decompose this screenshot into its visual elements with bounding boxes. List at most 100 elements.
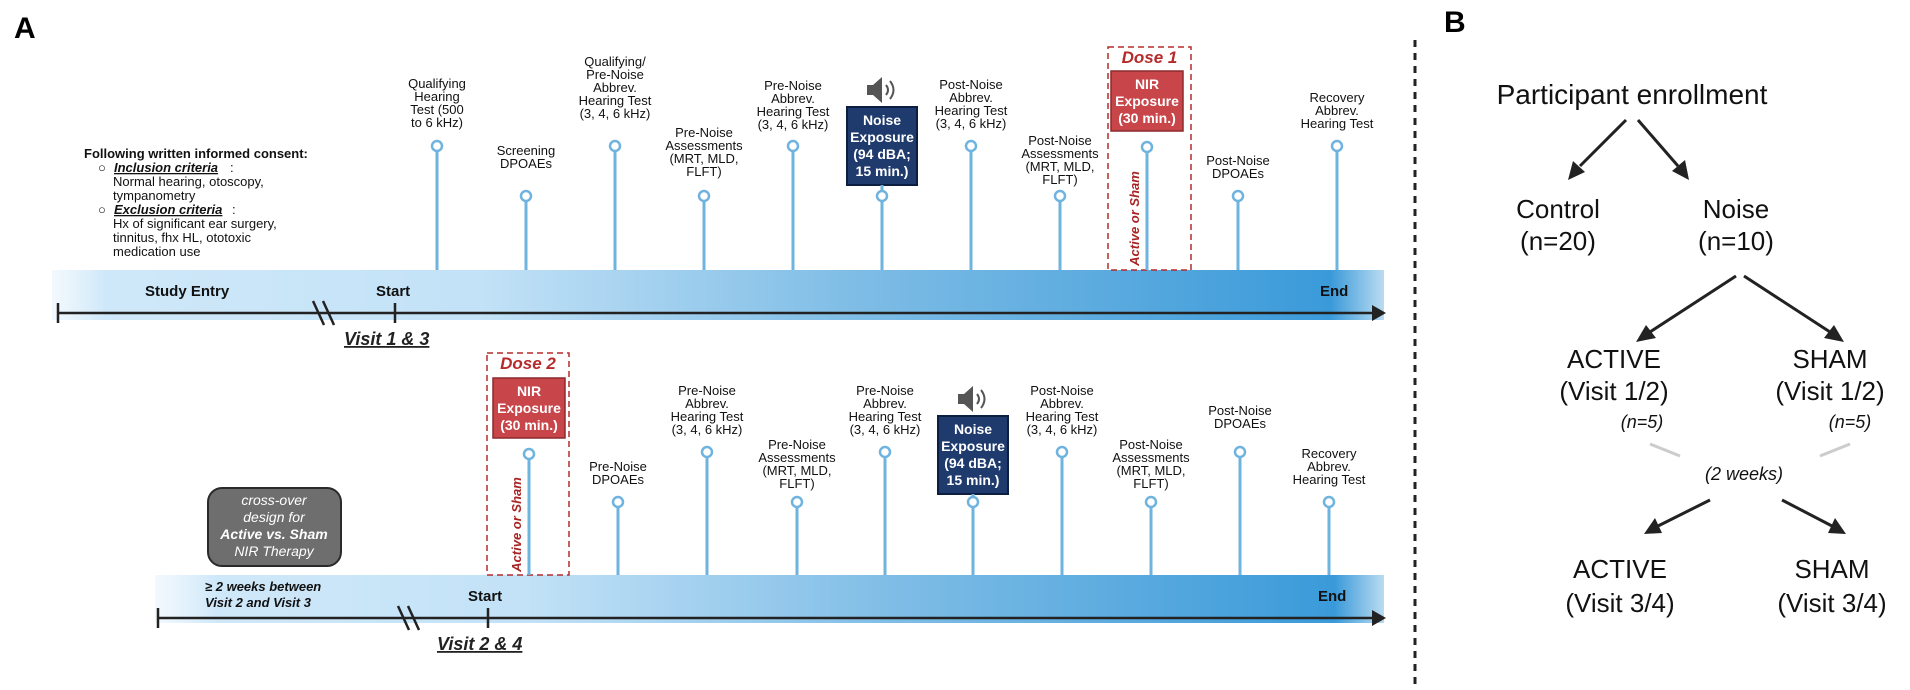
- event-label-line: Hearing Test: [1026, 409, 1099, 424]
- sham-1-label: SHAM: [1792, 344, 1867, 374]
- event-marker: [1233, 445, 1247, 459]
- arrow-to-noise: [1636, 119, 1680, 167]
- merge-line-right: [1819, 442, 1851, 458]
- exclusion-text: Hx of significant ear surgery,: [113, 216, 277, 231]
- event-label-line: DPOAEs: [500, 156, 553, 171]
- active-or-sham-label: Active or Sham: [1127, 171, 1142, 267]
- noise-box-line: (94 dBA;: [853, 146, 911, 162]
- panel-a: A Following written informed consent: ○ …: [14, 12, 1386, 654]
- event-label-line: Hearing Test: [579, 93, 652, 108]
- event-label-line: Post-Noise: [1028, 133, 1092, 148]
- break-mark: [311, 300, 326, 326]
- gap-label-line1: ≥ 2 weeks between: [205, 579, 321, 594]
- event-label-line: Pre-Noise: [675, 125, 733, 140]
- event-label-line: Hearing Test: [849, 409, 922, 424]
- event-marker: [697, 189, 711, 203]
- event-label-line: (3, 4, 6 kHz): [850, 422, 921, 437]
- event-marker: [1231, 189, 1245, 203]
- event-label-line: DPOAEs: [1214, 416, 1267, 431]
- sham-2-label: SHAM: [1794, 554, 1869, 584]
- inclusion-text: Normal hearing, otoscopy,: [113, 174, 264, 189]
- event-label-line: Post-Noise: [1119, 437, 1183, 452]
- event-label-line: (MRT, MLD,: [1025, 159, 1094, 174]
- nir-box-line: Exposure: [1115, 93, 1179, 109]
- event-label-line: (3, 4, 6 kHz): [580, 106, 651, 121]
- event-label-line: FLFT): [1133, 476, 1168, 491]
- noise-label: Noise: [1703, 194, 1769, 224]
- event-marker: [430, 139, 444, 153]
- event-label-line: Hearing Test: [757, 104, 830, 119]
- event-label-line: Assessments: [758, 450, 836, 465]
- weeks-label: (2 weeks): [1705, 464, 1783, 484]
- event-label-line: DPOAEs: [592, 472, 645, 487]
- event-label-line: Abbrev.: [1315, 103, 1359, 118]
- event-label-line: (3, 4, 6 kHz): [1027, 422, 1098, 437]
- event-label-line: Post-Noise: [939, 77, 1003, 92]
- inclusion-text-2: tympanometry: [113, 188, 196, 203]
- active-1-visit: (Visit 1/2): [1559, 376, 1668, 406]
- crossover-box: [207, 487, 342, 567]
- arrow-to-sham-1: [1743, 274, 1831, 334]
- noise-exposure-box: [937, 415, 1009, 495]
- nir-box-line: Exposure: [497, 400, 561, 416]
- event-label-line: Abbrev.: [685, 396, 729, 411]
- event-label-line: FLFT): [779, 476, 814, 491]
- panel-b: B Participant enrollment Control (n=20) …: [1410, 0, 1910, 685]
- event-marker: [966, 495, 980, 509]
- arrowhead: [1824, 325, 1844, 342]
- event-marker: [1330, 139, 1344, 153]
- event-marker: [786, 139, 800, 153]
- nir-box-line: (30 min.): [1118, 110, 1176, 126]
- event-marker: [1053, 189, 1067, 203]
- gap-label-line2: Visit 2 and Visit 3: [205, 595, 312, 610]
- inclusion-title: Inclusion criteria: [114, 160, 218, 175]
- nir-box-line: NIR: [1135, 76, 1159, 92]
- event-label-line: Test (500: [410, 102, 463, 117]
- event-label-line: Recovery: [1310, 90, 1365, 105]
- active-or-sham-label: Active or Sham: [509, 477, 524, 573]
- study-entry-label: Study Entry: [145, 283, 230, 300]
- event-label-line: Assessments: [1021, 146, 1099, 161]
- arrow-to-control: [1578, 118, 1628, 168]
- exclusion-title: Exclusion criteria: [114, 202, 222, 217]
- panel-divider: [1413, 40, 1417, 685]
- event-label-line: Pre-Noise: [764, 78, 822, 93]
- sham-1-n: (n=5): [1829, 412, 1872, 432]
- event-label-line: Abbrev.: [949, 90, 993, 105]
- event-marker: [1055, 445, 1069, 459]
- arrow-to-sham-2: [1781, 498, 1833, 528]
- event-label-line: Screening: [497, 143, 556, 158]
- event-marker: [519, 189, 533, 203]
- break-mark: [321, 300, 336, 326]
- event-label-line: (MRT, MLD,: [762, 463, 831, 478]
- arrowhead: [1828, 518, 1846, 534]
- noise-box-line: Noise: [954, 421, 992, 437]
- crossover-line2: design for: [243, 509, 306, 525]
- timeline-2-arrowhead: [1372, 610, 1386, 626]
- event-label-line: Hearing Test: [935, 103, 1008, 118]
- event-label-line: Assessments: [665, 138, 743, 153]
- arrowhead: [1672, 160, 1689, 180]
- event-label-line: Abbrev.: [771, 91, 815, 106]
- event-marker: [522, 447, 536, 461]
- panel-a-letter: A: [14, 12, 36, 45]
- sham-2-visit: (Visit 3/4): [1777, 588, 1886, 618]
- visit-label: Visit 2 & 4: [437, 634, 522, 654]
- colon: :: [230, 160, 234, 175]
- break-mark: [406, 605, 421, 631]
- event-label-line: FLFT): [1042, 172, 1077, 187]
- event-label-line: (MRT, MLD,: [1116, 463, 1185, 478]
- dose-box: [1107, 46, 1192, 271]
- end-label: End: [1320, 283, 1348, 300]
- bullet-icon: ○: [98, 160, 106, 175]
- event-label-line: Recovery: [1302, 446, 1357, 461]
- event-label-line: to 6 kHz): [411, 115, 463, 130]
